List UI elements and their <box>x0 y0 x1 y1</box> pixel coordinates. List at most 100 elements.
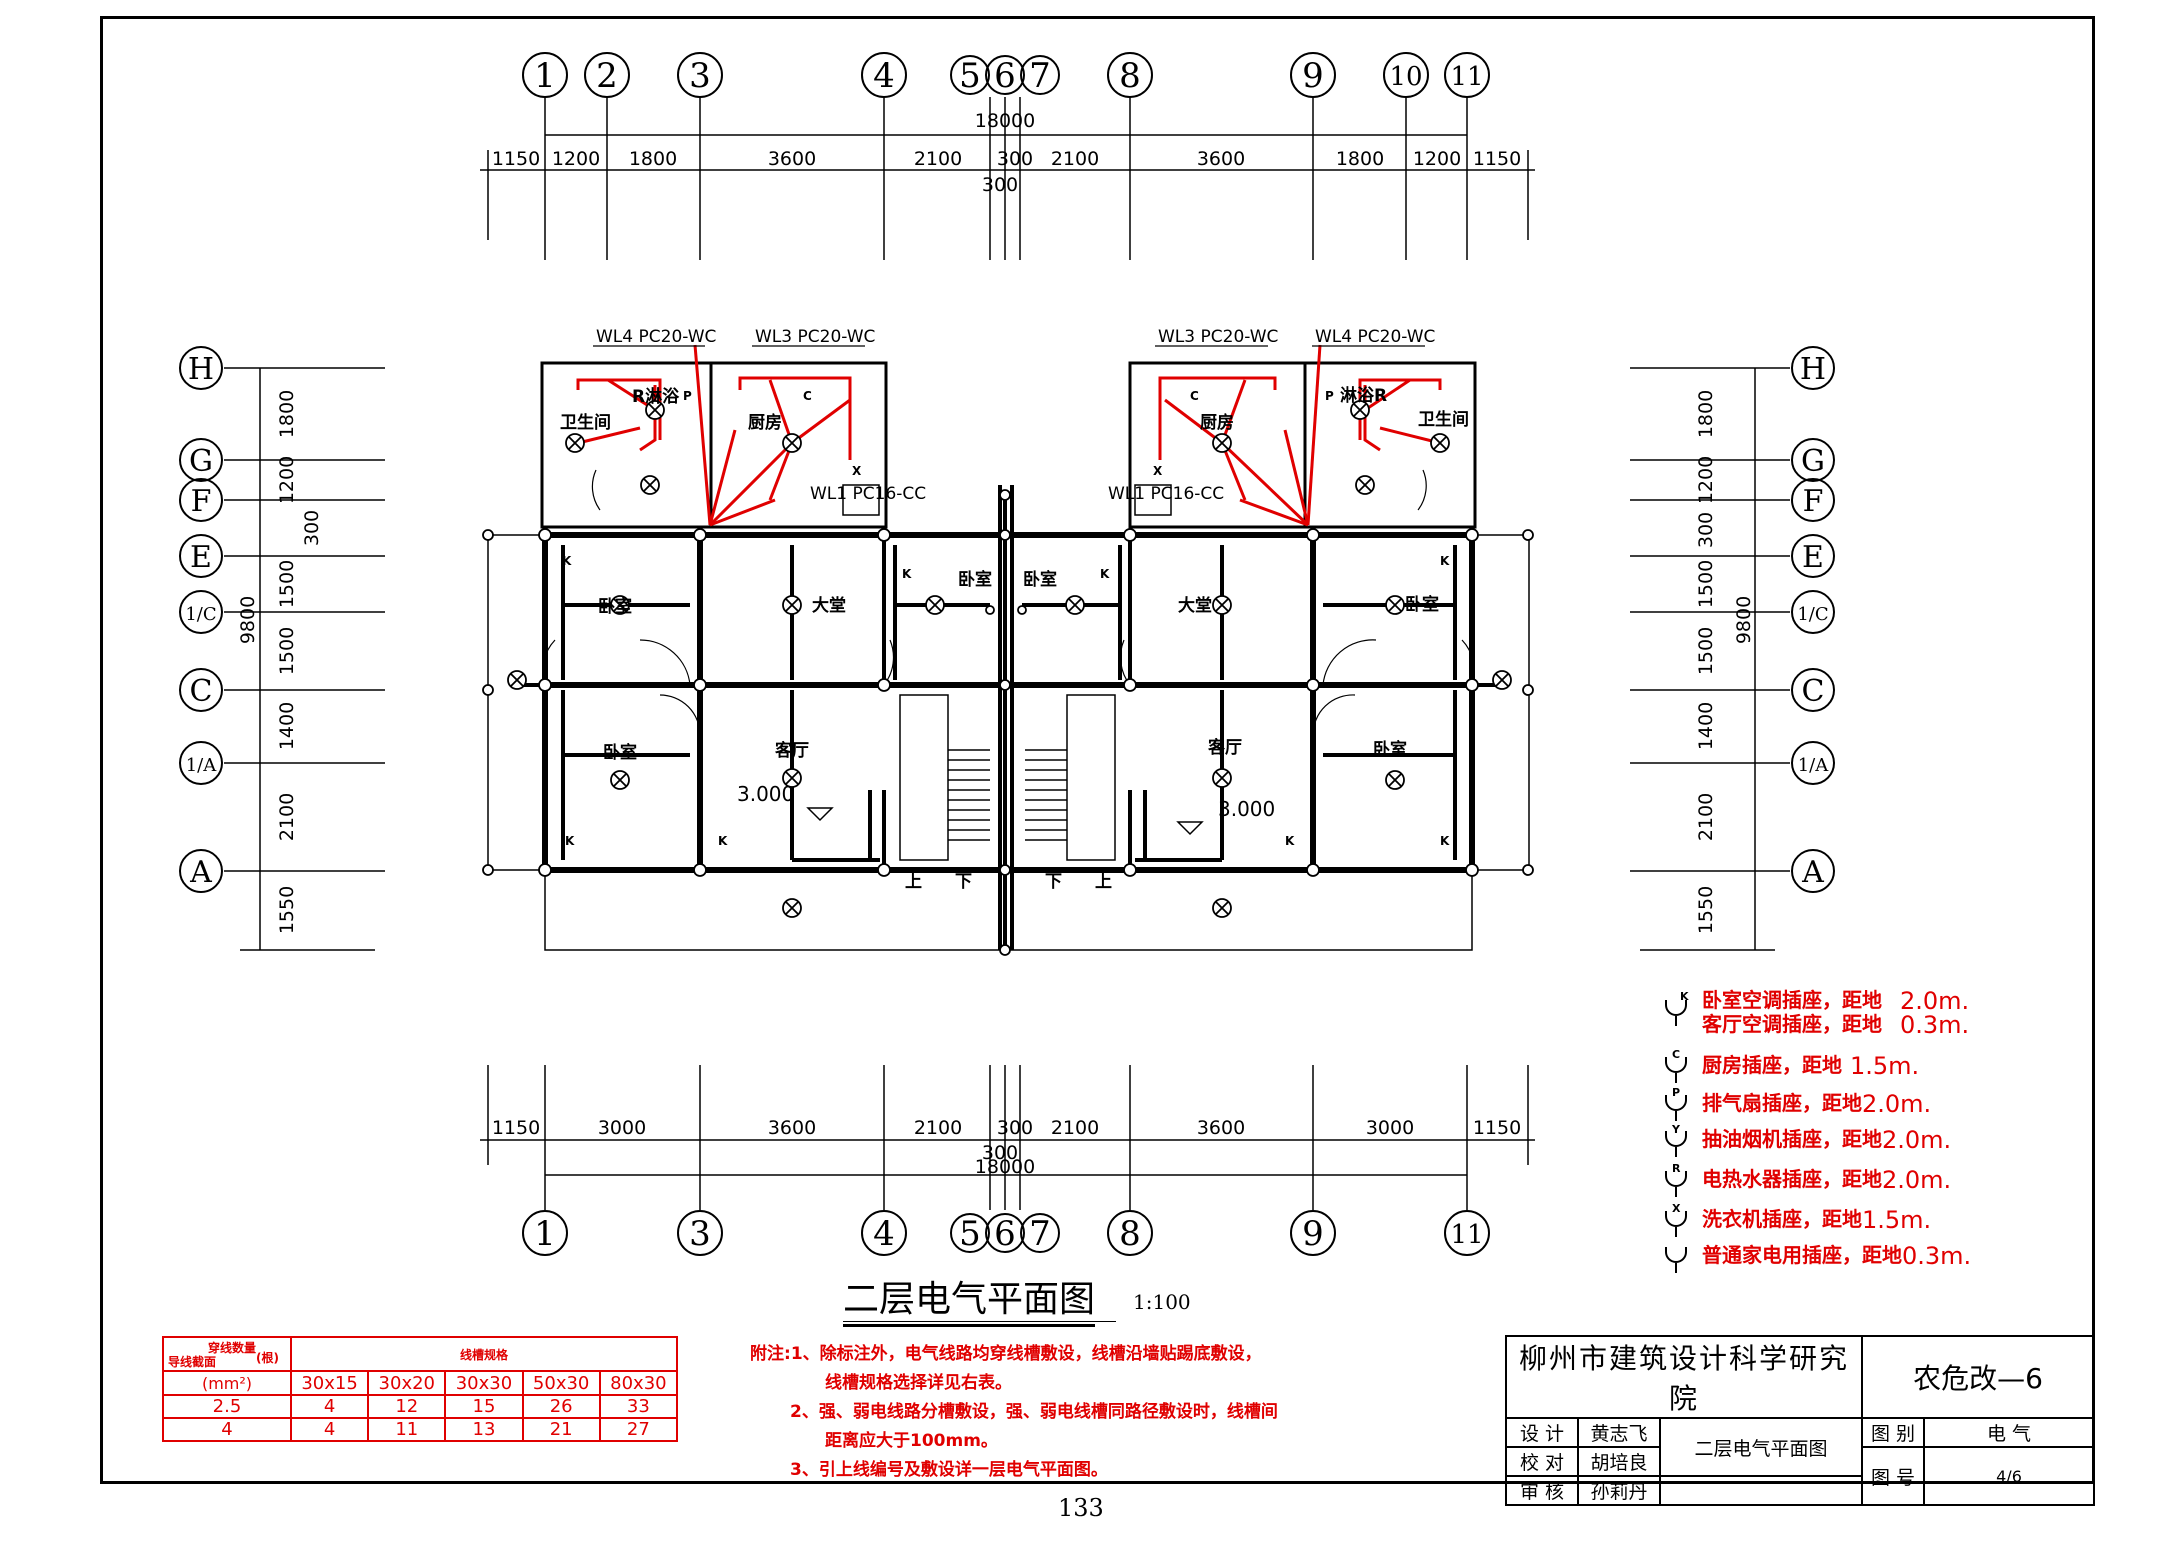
table-row: 2.5 4 12 15 26 33 <box>162 1394 679 1419</box>
dim: 1200 <box>1695 456 1717 504</box>
col-header: 30x15 <box>289 1370 370 1396</box>
light-icon <box>640 475 660 495</box>
axis-lines-right <box>1630 367 1790 951</box>
stair-down-label: 下 <box>1045 872 1062 892</box>
dim: 1200 <box>276 456 298 504</box>
axis-label: 4 <box>873 1214 895 1254</box>
axis-label: F <box>1803 484 1824 519</box>
axis-label: F <box>191 484 212 519</box>
distribution-box <box>1134 484 1172 516</box>
cell: 2.5 <box>162 1394 292 1419</box>
axis-bubbles-bottom: 1 3 4 5 6 7 8 9 11 <box>522 1210 1490 1256</box>
axis-bubble-G: G <box>179 438 223 482</box>
axis-label: 2 <box>596 56 618 96</box>
axis-label: 7 <box>1029 1214 1051 1254</box>
axis-label: 1/C <box>1797 604 1828 625</box>
axis-bubble-11: 11 <box>1444 1210 1490 1256</box>
note-2: 2、强、弱电线路分槽敷设，强、弱电线槽同路径敷设时，线槽间 <box>790 1402 1278 1422</box>
light-icon <box>610 770 630 790</box>
light-icon <box>1385 595 1405 615</box>
legend-text: 厨房插座，距地 <box>1702 1053 1842 1077</box>
legend-text: 排气扇插座，距地 <box>1702 1091 1862 1115</box>
room-label: 卧室 <box>598 596 632 617</box>
elevation-label: 3.000 <box>1218 797 1275 821</box>
axis-bubble-5: 5 <box>950 55 990 96</box>
legend-value: 2.0m. <box>1900 987 1969 1015</box>
title-block-blank <box>1659 1475 1863 1506</box>
dim: 1800 <box>1695 390 1717 438</box>
title-underline <box>843 1321 1116 1322</box>
room-label: 卧室 <box>1405 594 1439 615</box>
axis-bubble-8: 8 <box>1107 52 1153 98</box>
axis-label: 7 <box>1029 56 1051 96</box>
outlet-p: P <box>683 389 692 403</box>
dim: 1550 <box>1695 886 1717 934</box>
header-spec: 线槽规格 <box>290 1336 678 1372</box>
axis-bubble-1C: 1/C <box>1791 590 1835 634</box>
legend-item: C 厨房插座，距地 1.5m. <box>1665 1048 1919 1083</box>
cell: 26 <box>521 1394 601 1419</box>
light-icon <box>782 433 802 453</box>
axis-label: 11 <box>1450 1220 1483 1250</box>
dim: 300 <box>997 148 1033 170</box>
light-icon <box>1350 400 1370 420</box>
dim: 1500 <box>276 560 298 608</box>
note-line: 附注:1、除标注外，电气线路均穿线槽敷设，线槽沿墙贴踢底敷设， <box>750 1340 1270 1369</box>
drawing-scale: 1:100 <box>1133 1290 1191 1314</box>
axis-bubble-10: 10 <box>1383 52 1429 98</box>
axis-bubble-1: 1 <box>522 1210 568 1256</box>
dim: 1200 <box>552 148 600 170</box>
light-icon <box>1355 475 1375 495</box>
dim-total-bottom: 18000 <box>975 1156 1035 1178</box>
dim: 2100 <box>1695 793 1717 841</box>
axis-labels-right: H G F E 1/C C 1/A A <box>1791 346 1835 893</box>
light-fixtures <box>507 400 1512 918</box>
axis-bubble-1C: 1/C <box>179 590 223 634</box>
dim: 1800 <box>629 148 677 170</box>
room-label: 卧室 <box>958 569 992 590</box>
light-icon <box>782 898 802 918</box>
outlet-x: X <box>852 464 862 478</box>
outlet-p: P <box>1325 389 1334 403</box>
dim: 300 <box>301 510 323 546</box>
dim: 3000 <box>598 1117 646 1139</box>
dim: 3600 <box>1197 1117 1245 1139</box>
dim: 1150 <box>492 148 540 170</box>
cell: 4 <box>289 1394 370 1419</box>
legend-value: 2.0m. <box>1862 1090 1931 1118</box>
axis-bubbles-left <box>224 367 385 951</box>
note-1b: 线槽规格选择详见右表。 <box>825 1373 1012 1393</box>
legend-symbol: R <box>1672 1162 1681 1175</box>
axis-bubble-3: 3 <box>677 1210 723 1256</box>
axis-bubble-C: C <box>1791 668 1835 712</box>
number-value: 4/6 <box>1923 1446 2095 1506</box>
room-label: 卫生间 <box>560 412 611 433</box>
axis-label: 1/C <box>185 604 216 625</box>
circuit-label: WL3 PC20-WC <box>1158 327 1278 347</box>
col-header: 80x30 <box>598 1370 679 1396</box>
outlet-x: X <box>1153 464 1163 478</box>
dim: 1200 <box>1413 148 1461 170</box>
circuit-label: WL1 PC16-CC <box>810 484 926 504</box>
room-label: 卧室 <box>603 742 637 763</box>
axis-label: 9 <box>1302 1214 1324 1254</box>
dim-total-left: 9800 <box>237 596 259 644</box>
axis-bubble-4: 4 <box>861 52 907 98</box>
room-label: 卧室 <box>1373 739 1407 760</box>
legend-value: 0.3m. <box>1900 1011 1969 1039</box>
room-label: 厨房 <box>1200 412 1234 433</box>
fixture-label: R淋浴 <box>632 386 680 407</box>
light-icon <box>1212 898 1232 918</box>
axis-bubble-11: 11 <box>1444 52 1490 98</box>
axis-label: A <box>189 855 212 890</box>
outlet-k: K <box>1100 567 1110 581</box>
review-label: 审 核 <box>1505 1475 1579 1506</box>
dim: 1800 <box>276 390 298 438</box>
dim: 3000 <box>1366 1117 1414 1139</box>
light-icon <box>1385 770 1405 790</box>
note-2b: 距离应大于100mm。 <box>825 1431 998 1451</box>
legend-value: 1.5m. <box>1862 1206 1931 1234</box>
dim-sub-bottom: 300 <box>982 1142 1018 1164</box>
